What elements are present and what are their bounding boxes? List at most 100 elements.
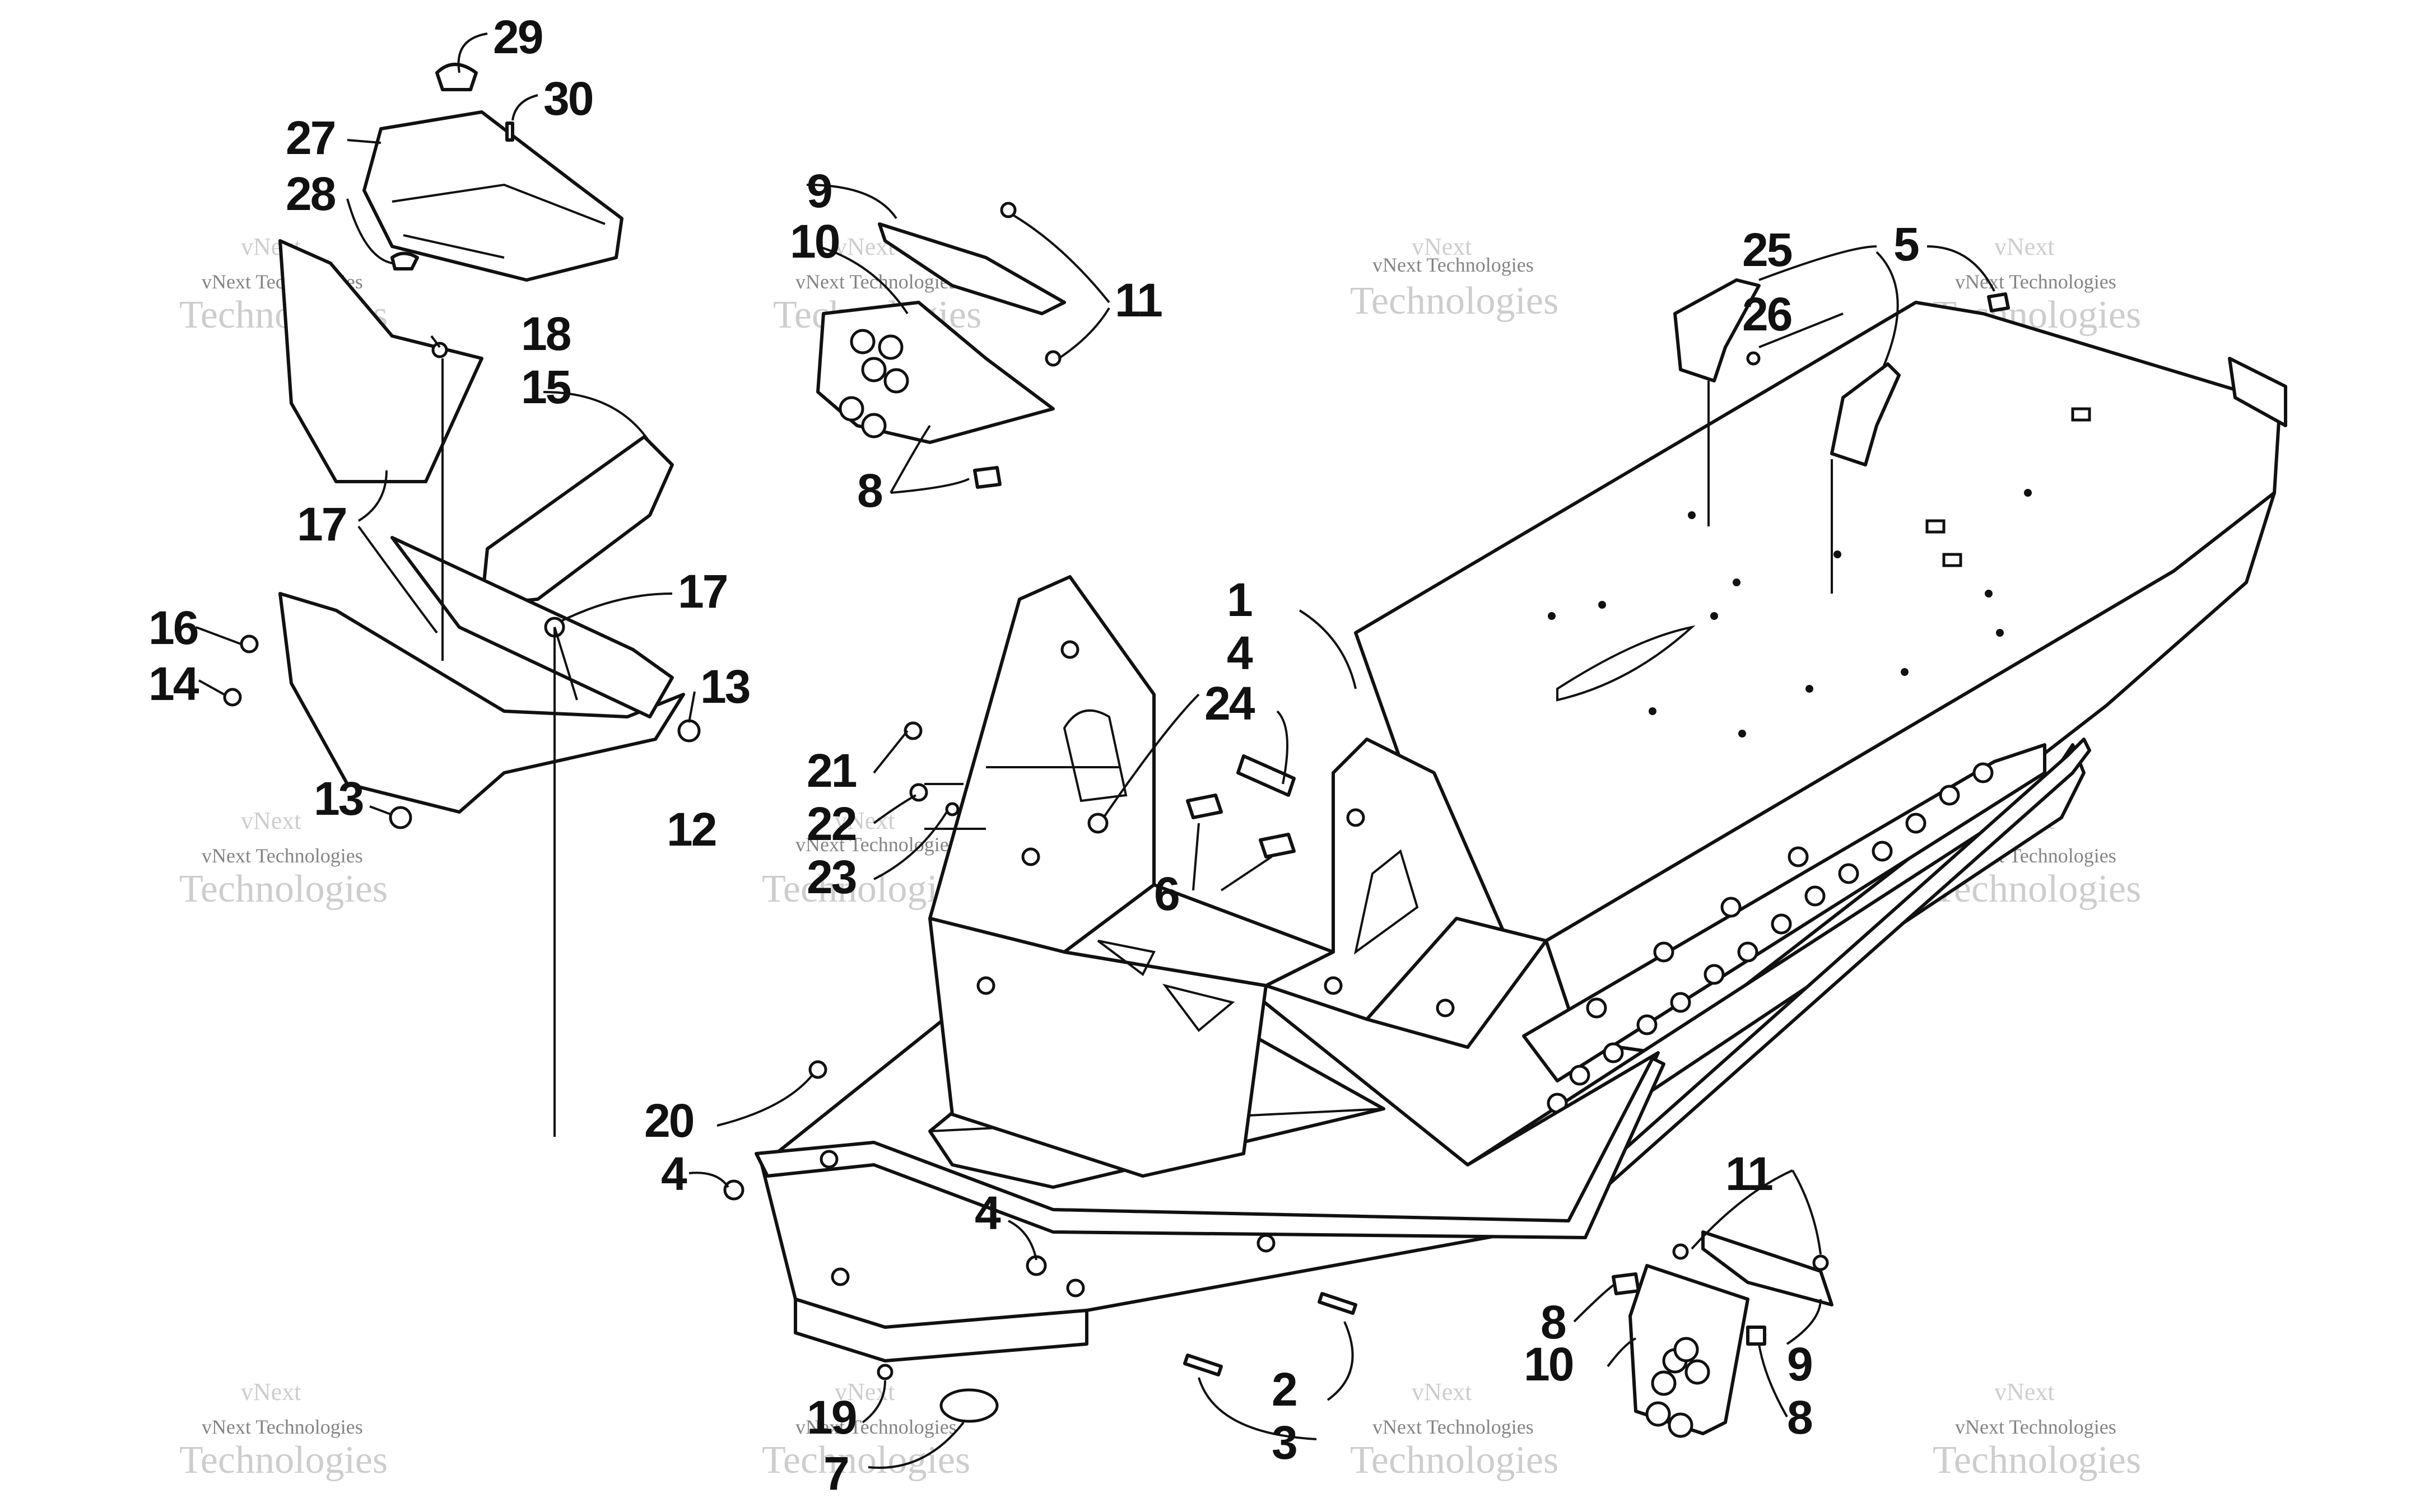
leader-lines <box>196 32 1995 1469</box>
frame-hardware[interactable] <box>723 721 1357 1423</box>
bolt-3[interactable] <box>1183 1354 1223 1376</box>
callout-19: 19 <box>807 1391 856 1444</box>
steering-post-bracket[interactable] <box>278 239 483 483</box>
callout-26: 26 <box>1742 288 1791 340</box>
screw-19[interactable] <box>877 1364 893 1380</box>
callout-1: 1 <box>1227 573 1252 626</box>
cover-clip[interactable] <box>390 251 419 270</box>
front-side-plate <box>794 1298 1088 1362</box>
upper-screw-11a[interactable] <box>1000 202 1017 218</box>
callout-14: 14 <box>148 657 199 710</box>
bolt-2[interactable] <box>1318 1292 1357 1315</box>
steering-column-support[interactable] <box>480 435 674 606</box>
pin-24[interactable] <box>1236 754 1296 797</box>
callout-12: 12 <box>667 803 716 856</box>
callout-16: 16 <box>148 601 198 654</box>
callout-7: 7 <box>823 1447 848 1500</box>
upper-mount-assembly[interactable] <box>816 202 1066 489</box>
callout-25: 25 <box>1742 223 1792 276</box>
mounting-bracket-rear[interactable] <box>390 536 674 718</box>
bolt-21[interactable] <box>904 721 923 740</box>
callout-3: 3 <box>1272 1416 1296 1469</box>
nut-13-upper[interactable] <box>677 719 701 743</box>
console-cover-inner <box>392 183 606 259</box>
deck-slot <box>1556 625 1696 702</box>
cover-screw[interactable] <box>505 122 514 142</box>
mounting-plate[interactable] <box>278 592 685 814</box>
pad-6a[interactable] <box>1186 794 1223 819</box>
bracket-25-left[interactable] <box>1673 278 1761 382</box>
upper-screw-11b[interactable] <box>1045 350 1062 367</box>
watermark-bottom: Technologies <box>762 1439 970 1482</box>
upper-bracket-9[interactable] <box>878 222 1066 315</box>
lower-clip-8b[interactable] <box>1746 1326 1766 1346</box>
watermark-mid: vNext Technologies <box>202 1416 363 1438</box>
screw-18[interactable] <box>431 342 448 358</box>
grommet-23[interactable] <box>945 802 960 816</box>
upper-plate-holes <box>839 329 909 438</box>
watermark-bottom: Technologies <box>1933 1439 2141 1482</box>
watermark-mid: vNext Technologies <box>795 833 957 856</box>
pad-6b[interactable] <box>1259 833 1296 858</box>
lower-mount-assembly[interactable] <box>1612 1230 1833 1438</box>
callout-24: 24 <box>1204 677 1255 730</box>
callout-29: 29 <box>493 11 542 63</box>
chassis-frame[interactable] <box>755 301 2287 1362</box>
callout-4-front: 4 <box>661 1147 687 1200</box>
bolt-16[interactable] <box>240 634 259 654</box>
tunnel-rear-lip <box>2228 357 2287 427</box>
watermark-top: vNext <box>835 807 895 834</box>
lower-screw-11b[interactable] <box>1812 1254 1829 1271</box>
deck-holes <box>1548 407 2091 738</box>
callout-30: 30 <box>543 72 593 125</box>
watermark-5: vNext vNext Technologies Technologies <box>179 807 388 911</box>
right-tower-window <box>1353 849 1419 955</box>
watermark-top: vNext <box>241 1378 301 1406</box>
bulkhead-vent-1 <box>1097 940 1156 977</box>
callout-21: 21 <box>807 744 857 797</box>
bracket-25-right[interactable] <box>1830 362 1901 466</box>
nut-4-front[interactable] <box>723 1179 744 1201</box>
steering-support-assembly[interactable] <box>223 63 701 829</box>
bolt-14[interactable] <box>223 688 242 707</box>
callout-2: 2 <box>1272 1363 1296 1416</box>
callout-9-upper: 9 <box>807 165 831 217</box>
watermark-top: vNext <box>1412 1378 1472 1406</box>
callout-17-left: 17 <box>297 498 346 550</box>
lower-clip-8a[interactable] <box>1612 1272 1640 1295</box>
lower-bracket-9[interactable] <box>1701 1230 1833 1306</box>
watermark-bottom: Technologies <box>1350 279 1558 323</box>
lower-screw-11a[interactable] <box>1672 1243 1689 1260</box>
watermark-mid: vNext Technologies <box>795 1416 957 1438</box>
watermark-top: vNext <box>1994 1378 2055 1406</box>
callout-23: 23 <box>807 851 856 903</box>
traction-holes <box>1547 762 1994 1114</box>
callout-11-lower: 11 <box>1725 1147 1772 1200</box>
rivet-26[interactable] <box>1746 351 1761 366</box>
left-tower-window <box>1063 709 1128 802</box>
callout-8-lower-left: 8 <box>1541 1296 1566 1348</box>
upper-clip-8[interactable] <box>973 466 1002 489</box>
plug-7[interactable] <box>939 1388 999 1423</box>
callout-15: 15 <box>521 361 571 413</box>
bolt-20[interactable] <box>808 1060 827 1079</box>
callout-10-lower: 10 <box>1524 1338 1573 1390</box>
watermark-mid: vNext Technologies <box>1372 254 1534 276</box>
watermark-top: vNext <box>241 807 301 834</box>
choke-knob[interactable] <box>435 63 478 91</box>
watermark-top: vNext <box>1412 233 1472 260</box>
right-tower-side <box>1365 917 1548 1049</box>
callout-11-upper: 11 <box>1115 274 1162 326</box>
callout-22: 22 <box>807 797 856 850</box>
watermark-mid: vNext Technologies <box>1372 1416 1534 1438</box>
nut-13-lower[interactable] <box>389 806 412 829</box>
nut-4-upper[interactable] <box>1087 813 1109 834</box>
callout-28: 28 <box>286 167 336 220</box>
watermark-mid: vNext Technologies <box>1955 270 2116 293</box>
front-bumper-rim <box>755 1057 1665 1239</box>
clip-5[interactable] <box>1987 292 2010 312</box>
rear-bracket-assembly[interactable] <box>1673 278 2010 466</box>
callout-8-lower-right: 8 <box>1787 1391 1812 1444</box>
upper-plate-10[interactable] <box>816 301 1055 444</box>
